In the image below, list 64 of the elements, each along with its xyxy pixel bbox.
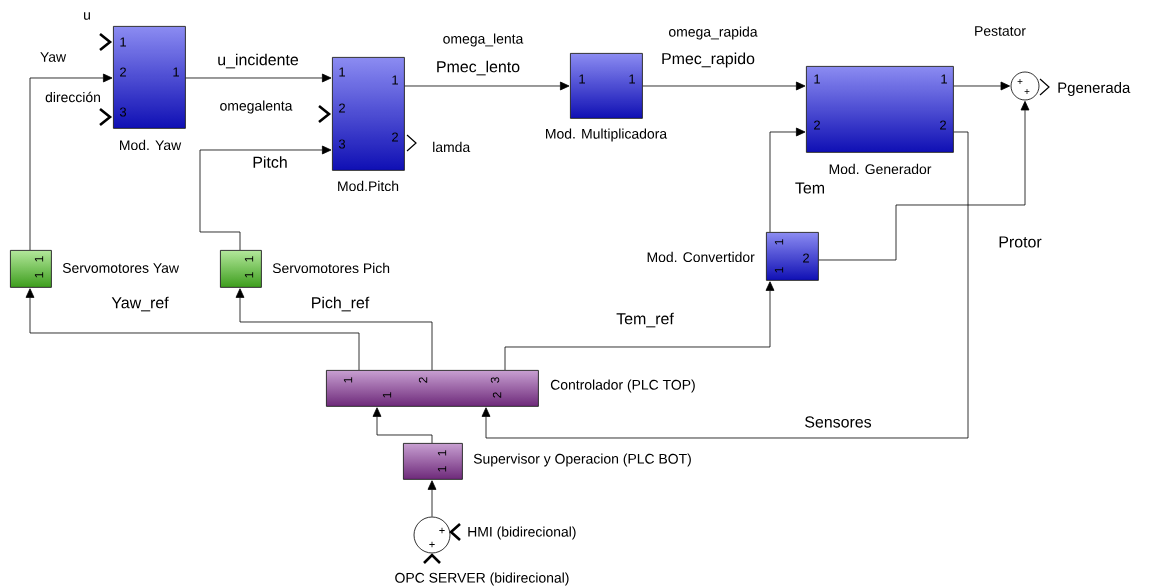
block-name: Mod. Yaw xyxy=(120,139,182,151)
signal-label: Protor xyxy=(999,236,1042,248)
signal-label: Pitch xyxy=(251,155,289,169)
signal-label: Pmec_lento xyxy=(434,59,522,77)
block-name: Servomotores Yaw xyxy=(62,263,180,273)
block-name: Servomotores Pich xyxy=(272,262,390,274)
signal-label: dirección xyxy=(45,91,100,103)
signal-arrow xyxy=(504,281,775,371)
signal-arrow xyxy=(481,131,969,439)
node-label: 3 xyxy=(490,377,500,383)
subsystem-block: 1 2 3 1 2 xyxy=(326,370,539,407)
block-name: Mod. Multiplicadora xyxy=(546,128,668,142)
block-name: Controlador (PLC TOP) xyxy=(550,379,695,393)
signal-arrow xyxy=(769,127,806,233)
signal-arrow xyxy=(427,480,437,517)
sum-block: + + xyxy=(413,516,461,564)
signal-label: omega_lenta xyxy=(443,33,524,47)
signal-label: omega_rapida xyxy=(669,26,758,40)
signal-arrow xyxy=(25,288,360,371)
signal-arrow xyxy=(818,100,1030,261)
node-label: 1 xyxy=(941,74,947,84)
signal-label: Tem xyxy=(793,181,827,195)
port-label: Pgenerada xyxy=(1058,82,1131,96)
subsystem-block: 1 2 1 2 xyxy=(806,66,954,153)
signal-arrow xyxy=(185,73,332,83)
node-label: 1 xyxy=(343,377,353,383)
block-name: Mod. Generador xyxy=(829,163,932,175)
subsystem-block: 1 1 xyxy=(403,443,463,480)
signal-arrow xyxy=(199,145,332,251)
subsystem-block: 1 2 1 xyxy=(766,232,819,281)
subsystem-block: 1 1 xyxy=(10,250,52,288)
subsystem-block: 1 2 3 1 2 xyxy=(318,57,417,171)
signal-label: Yaw_ref xyxy=(110,295,170,313)
node-label: 1 xyxy=(814,74,820,84)
signal-arrow xyxy=(372,407,433,444)
port-label: lamda xyxy=(433,141,471,153)
node-label: 2 xyxy=(814,120,820,130)
port-label: omegalenta xyxy=(220,100,293,114)
port-label: u xyxy=(84,12,90,20)
signal-arrow xyxy=(29,73,113,251)
signal-label: u_incidente xyxy=(216,52,300,70)
signal-arrow xyxy=(404,81,570,91)
port-label: HMI (bidirecional) xyxy=(468,526,576,540)
sum-block: + + xyxy=(1010,71,1050,101)
signal-arrow xyxy=(235,288,433,371)
signal-label: Pestator xyxy=(975,26,1026,36)
signal-label: Yaw xyxy=(40,52,67,62)
node-label: 2 xyxy=(418,377,428,383)
subsystem-block: 1 2 3 1 xyxy=(99,26,186,129)
signal-arrow xyxy=(642,81,806,91)
node-label: 2 xyxy=(492,392,502,398)
signal-arrow xyxy=(953,81,1011,91)
subsystem-block: 1 1 xyxy=(570,53,643,119)
block-name: Mod.Pitch xyxy=(338,180,399,192)
node-label: 2 xyxy=(940,120,946,130)
port-label: OPC SERVER (bidirecional) xyxy=(395,572,569,586)
signal-label: Pich_ref xyxy=(309,295,371,313)
node-label: 1 xyxy=(382,392,392,398)
block-name: Mod. Convertidor xyxy=(647,251,755,263)
signal-label: Pmec_rapido xyxy=(660,51,756,69)
signal-label: Tem_ref xyxy=(615,311,675,329)
signal-label: Sensores xyxy=(803,415,873,429)
subsystem-block: 1 1 xyxy=(220,250,262,288)
block-name: Supervisor y Operacion (PLC BOT) xyxy=(473,453,691,467)
